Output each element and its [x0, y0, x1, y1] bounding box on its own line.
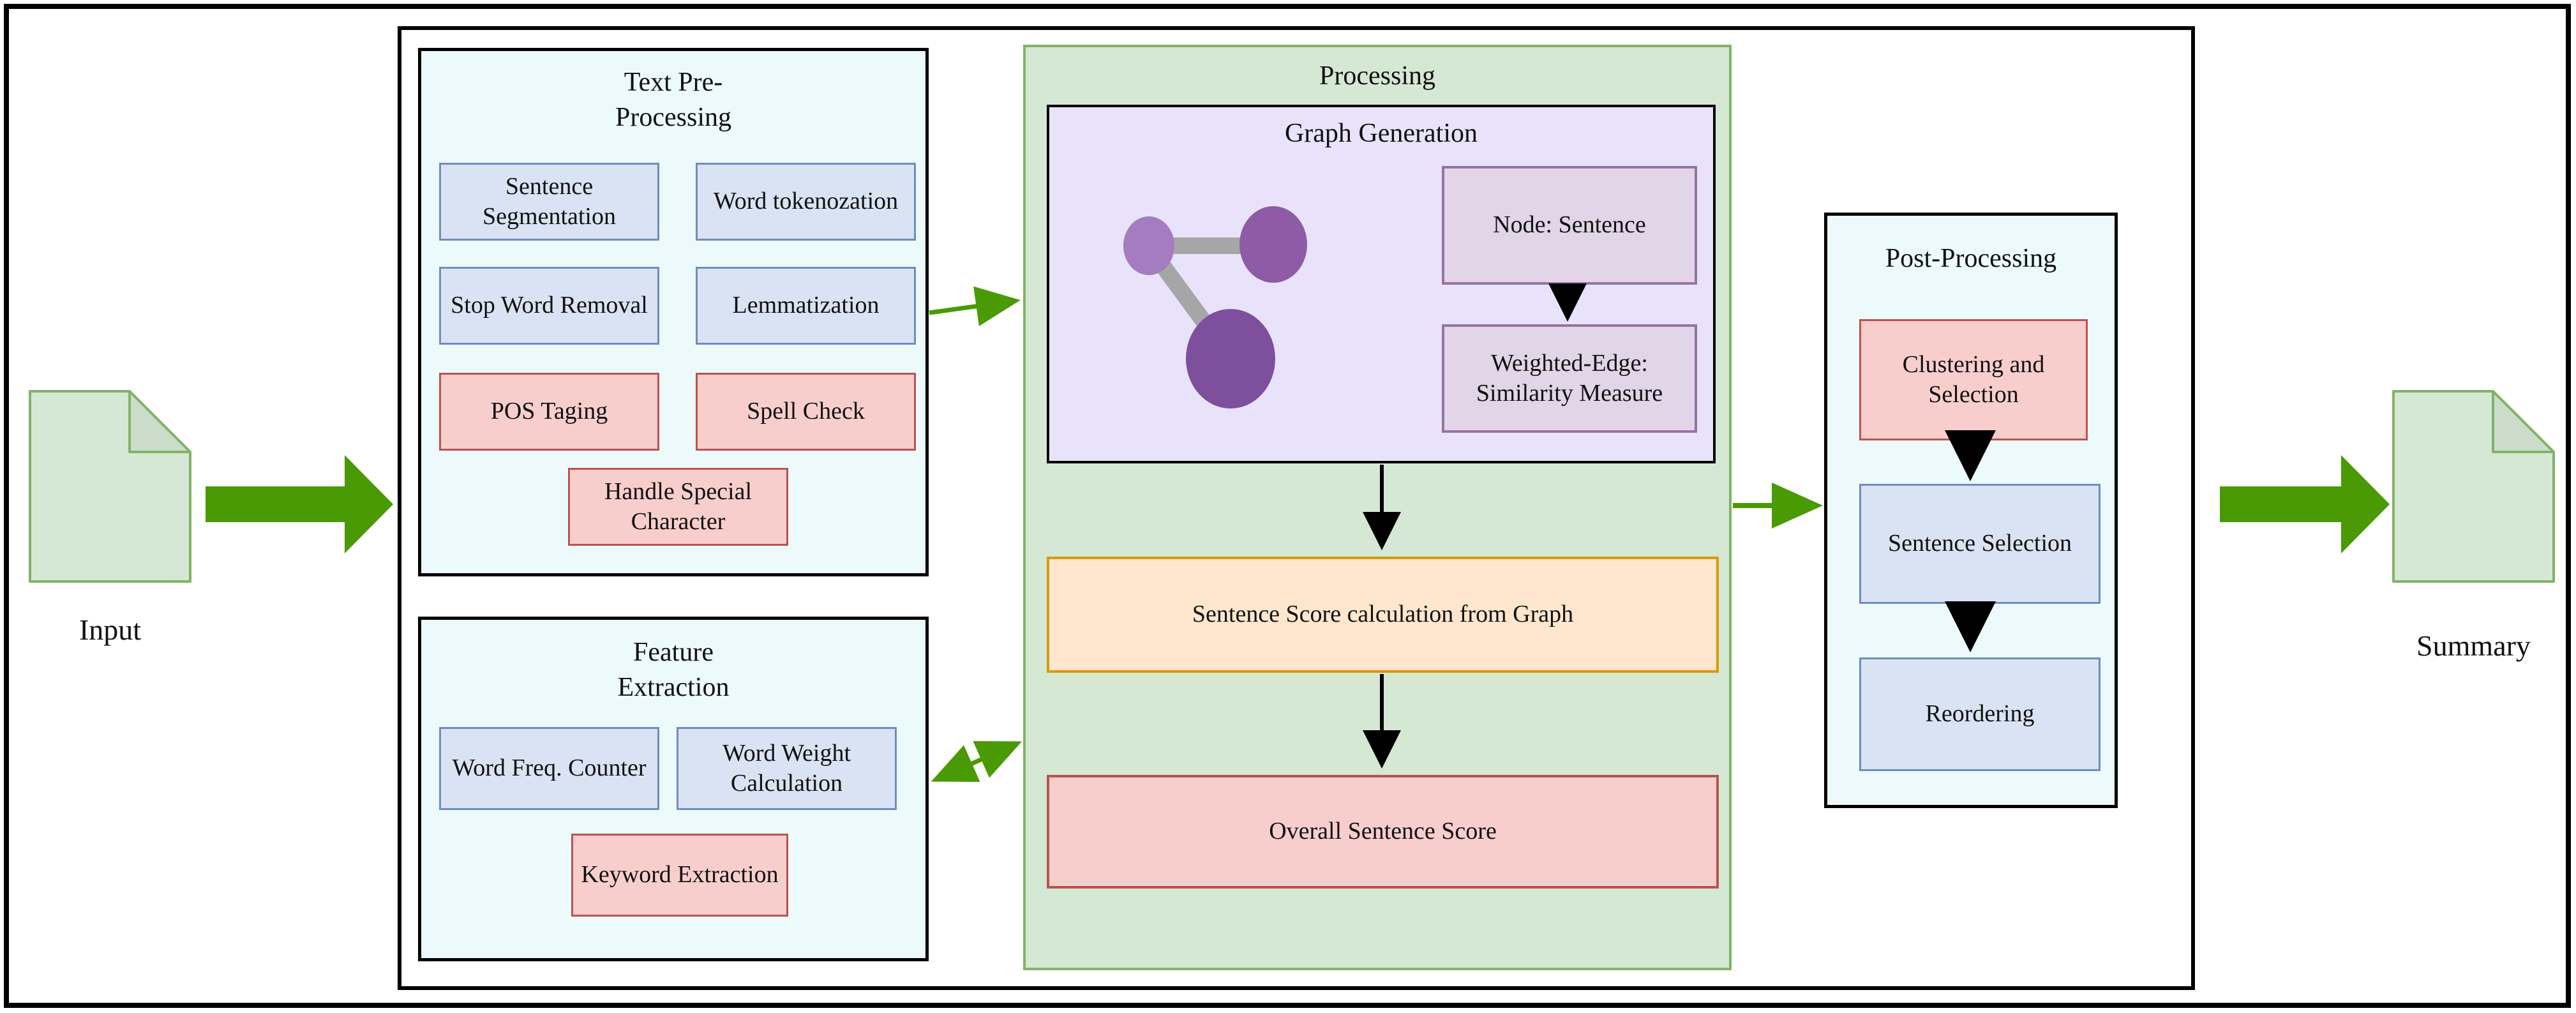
text-pre-processing-container: Text Pre- Processing Sentence Segmentati… [418, 48, 929, 576]
summary-document-icon [2392, 390, 2555, 583]
input-label: Input [79, 613, 142, 646]
weighted-edge-box: Weighted-Edge: Similarity Measure [1442, 324, 1697, 433]
summary-label: Summary [2416, 629, 2531, 662]
processing-title: Processing [1319, 61, 1435, 91]
pre-to-processing-arrow-icon [929, 286, 1021, 326]
feature-extraction-title: Feature Extraction [617, 638, 730, 702]
post-step-sentence-selection: Sentence Selection [1859, 484, 2100, 604]
post-step-reordering: Reordering [1859, 657, 2100, 771]
summary-flow-arrow-icon [2220, 455, 2390, 553]
pre-item-sentence-segmentation: Sentence Segmentation [439, 163, 659, 241]
sentence-score-box: Sentence Score calculation from Graph [1047, 557, 1719, 673]
input-document-icon [29, 390, 191, 583]
post-processing-container: Post-Processing Clustering and Selection… [1824, 213, 2118, 808]
input-flow-arrow-icon [206, 455, 393, 553]
feature-item-word-freq-counter: Word Freq. Counter [439, 727, 659, 810]
graph-nodes-icon [1123, 206, 1307, 409]
overall-sentence-score-box: Overall Sentence Score [1047, 775, 1719, 889]
feature-processing-double-arrow-icon [931, 741, 1022, 782]
pre-item-spell-check: Spell Check [696, 373, 916, 451]
graph-generation-container: Graph Generation Node: Sentence Weighted… [1047, 105, 1716, 463]
text-pre-processing-title: Text Pre- Processing [615, 68, 731, 132]
feature-extraction-container: Feature Extraction Word Freq. Counter Wo… [418, 617, 929, 961]
outer-frame [4, 4, 2571, 1008]
pre-item-word-tokenozation: Word tokenozation [696, 163, 916, 241]
processing-container: Processing Graph Generation Node: Senten… [1023, 45, 1732, 970]
pre-item-lemmatization: Lemmatization [696, 267, 916, 345]
feature-item-keyword-extraction: Keyword Extraction [571, 834, 788, 917]
post-processing-title: Post-Processing [1885, 244, 2057, 273]
pre-item-pos-taging: POS Taging [439, 373, 659, 451]
pre-item-stop-word-removal: Stop Word Removal [439, 267, 659, 345]
post-step-clustering-and-selection: Clustering and Selection [1859, 319, 2088, 440]
pre-item-handle-special-character: Handle Special Character [568, 468, 788, 546]
feature-item-word-weight-calculation: Word Weight Calculation [677, 727, 897, 810]
graph-generation-title: Graph Generation [1284, 119, 1478, 148]
